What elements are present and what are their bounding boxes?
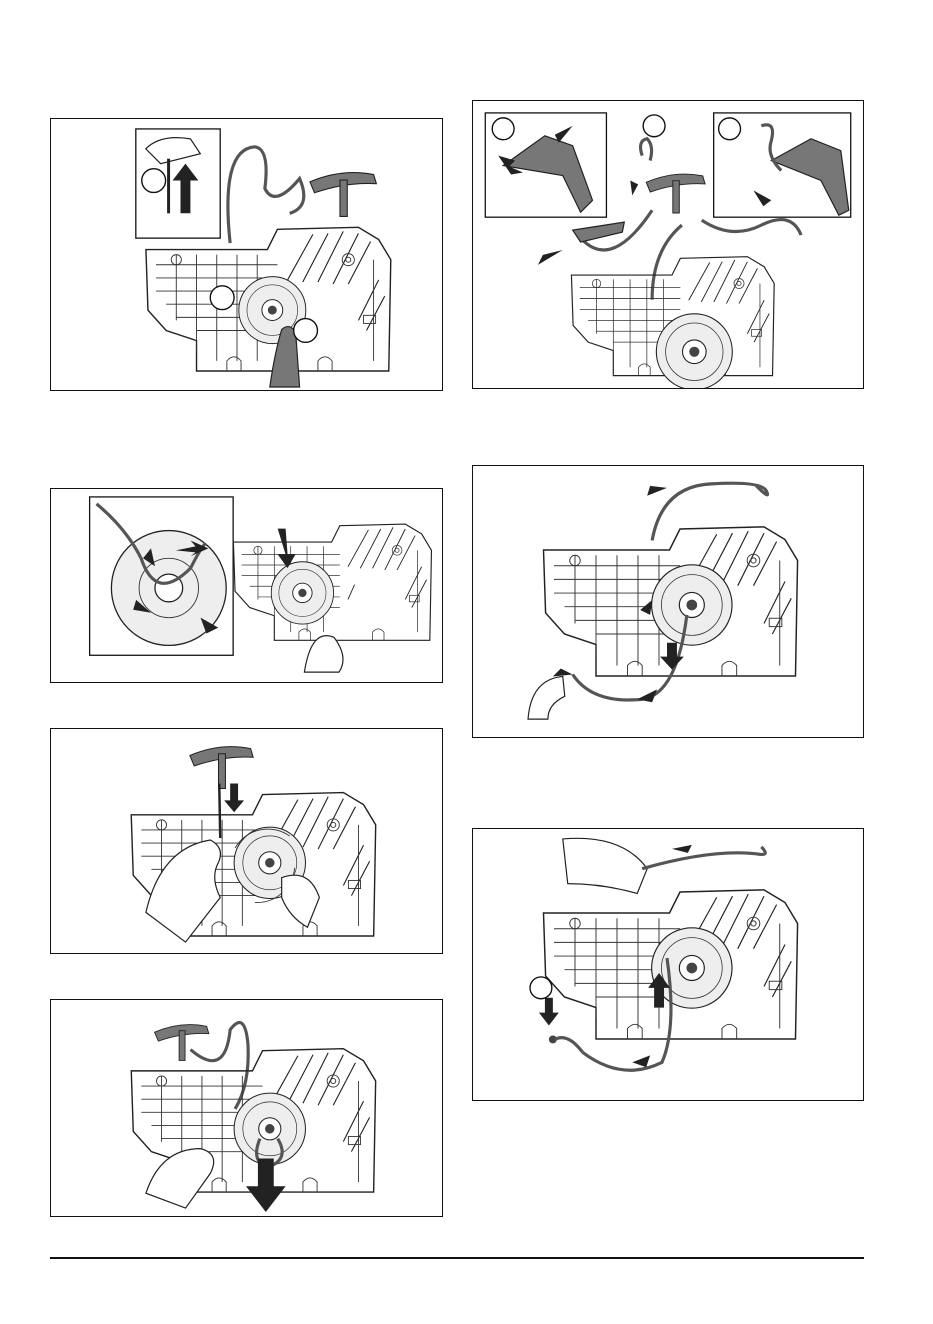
figure-3 (50, 728, 443, 954)
figure-7-drawing (473, 829, 863, 1100)
bottom-rule (50, 1257, 864, 1259)
figure-4-drawing (51, 1000, 442, 1216)
callout-circle-icon (210, 286, 234, 310)
figure-1-drawing (51, 119, 442, 390)
arrow-icon (224, 784, 244, 813)
callout-circle-icon (142, 169, 166, 193)
t-handle-icon (155, 1025, 209, 1061)
callout-circle-icon (294, 319, 318, 343)
figure-6 (472, 465, 864, 738)
hand-icon (528, 676, 565, 719)
arrow-icon (672, 845, 692, 853)
hand-icon (282, 875, 320, 927)
arrow-icon (632, 1055, 650, 1067)
figure-2 (50, 488, 443, 683)
hand-icon (146, 840, 221, 942)
arrow-icon (246, 1159, 286, 1213)
arrow-icon (630, 180, 638, 195)
callout-circle-icon (530, 977, 552, 999)
hand-icon (304, 636, 343, 672)
callout-circle-icon (643, 115, 665, 137)
figure-3-drawing (51, 729, 442, 953)
figure-7 (472, 828, 864, 1101)
hand-icon (146, 1149, 214, 1208)
callout-circle-icon (719, 118, 741, 140)
figure-1 (50, 118, 443, 391)
arrow-icon (538, 250, 563, 265)
figure-2-drawing (51, 489, 442, 682)
callout-circle-icon (492, 118, 514, 140)
arrow-icon (640, 600, 652, 615)
arrow-icon (278, 529, 296, 569)
t-handle-icon (190, 747, 253, 789)
t-handle-icon (646, 174, 705, 213)
arrow-icon (553, 669, 573, 677)
figure-5 (472, 100, 864, 389)
figure-5-drawing (473, 101, 863, 388)
arrow-icon (647, 486, 667, 496)
arrow-icon (539, 998, 559, 1026)
figure-6-drawing (473, 466, 863, 737)
figure-4 (50, 999, 443, 1217)
hand-icon (563, 838, 647, 893)
